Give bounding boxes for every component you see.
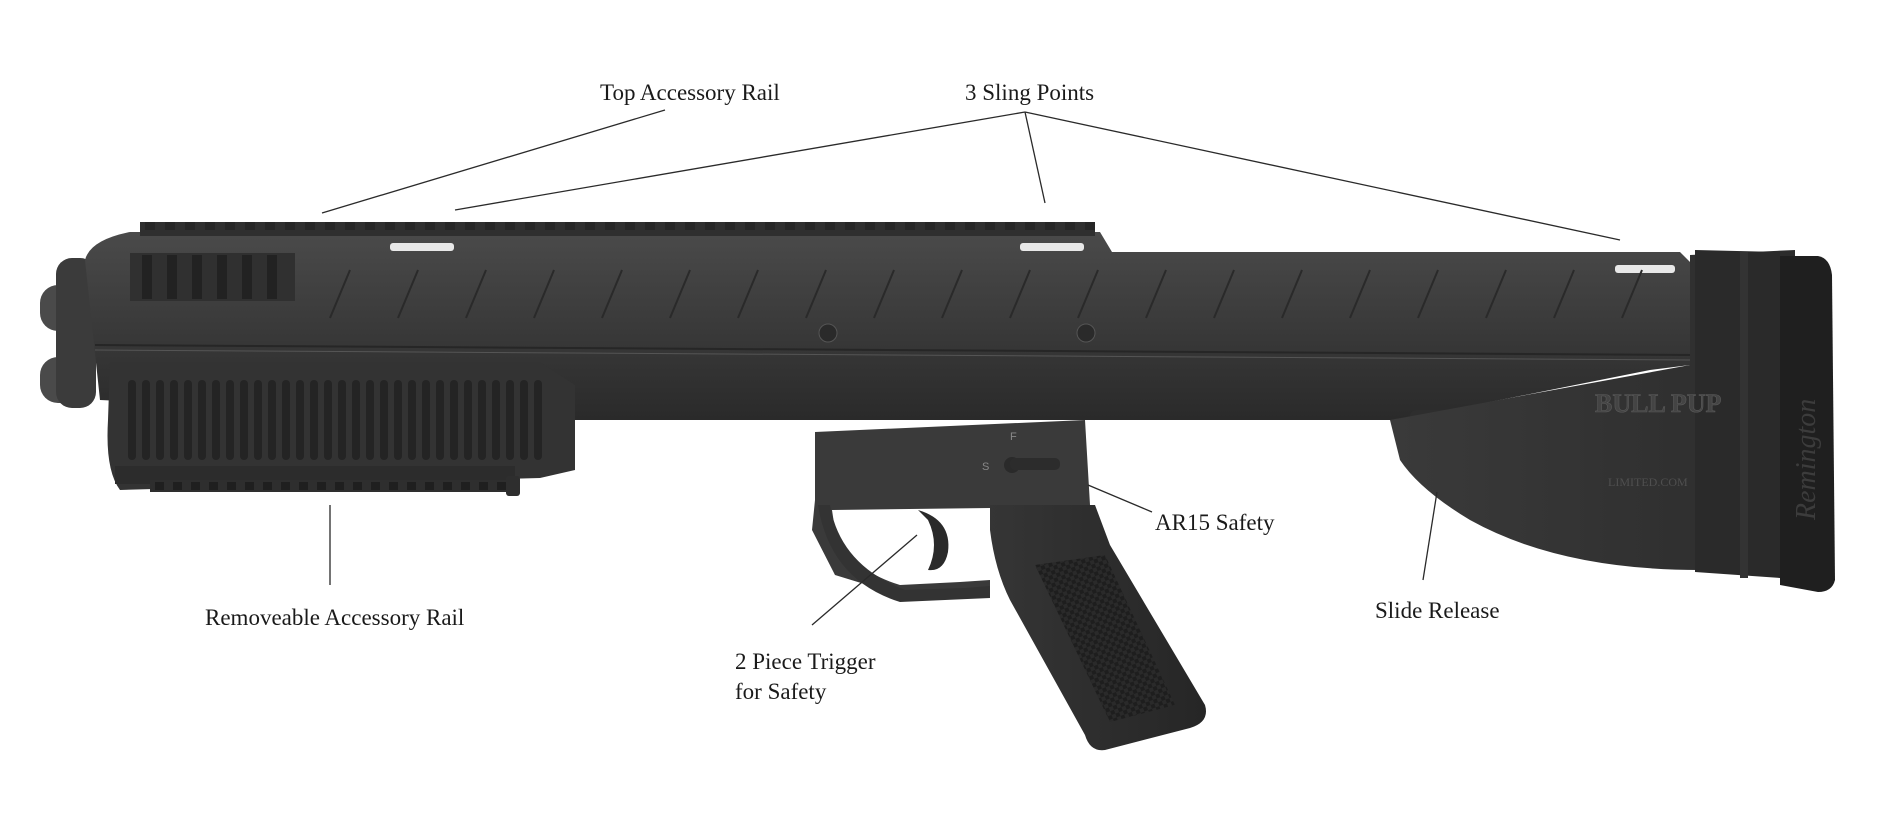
front-rail-block — [130, 253, 295, 301]
callout-removable-rail: Removeable Accessory Rail — [205, 605, 465, 630]
sling-slots — [390, 243, 1675, 273]
top-rail — [140, 222, 1095, 236]
stock — [1390, 250, 1835, 592]
svg-text:BULL PUP: BULL PUP — [1595, 389, 1722, 418]
safety-selector: F S — [982, 431, 1060, 473]
callout-trigger: 2 Piece Trigger for Safety — [735, 647, 935, 707]
muzzle-group — [40, 258, 96, 408]
bottom-rail — [150, 476, 520, 496]
trigger — [918, 510, 949, 571]
svg-text:S: S — [982, 461, 989, 473]
forearm — [107, 362, 575, 490]
svg-text:F: F — [1010, 431, 1017, 443]
callout-top-rail: Top Accessory Rail — [600, 80, 780, 105]
callout-ar15-safety: AR15 Safety — [1155, 510, 1275, 535]
callout-slide-release: Slide Release — [1375, 598, 1500, 623]
svg-text:LIMITED.COM: LIMITED.COM — [1608, 475, 1688, 489]
callout-sling-points: 3 Sling Points — [965, 80, 1095, 105]
svg-text:Remington: Remington — [1791, 399, 1822, 521]
receiver-texture — [329, 269, 1643, 319]
callout-trigger-line2: for Safety — [735, 679, 827, 704]
stock-logo: BULL PUP LIMITED.COM Remington — [1595, 389, 1822, 521]
pistol-grip — [990, 505, 1206, 751]
callout-trigger-line1: 2 Piece Trigger — [735, 649, 876, 674]
